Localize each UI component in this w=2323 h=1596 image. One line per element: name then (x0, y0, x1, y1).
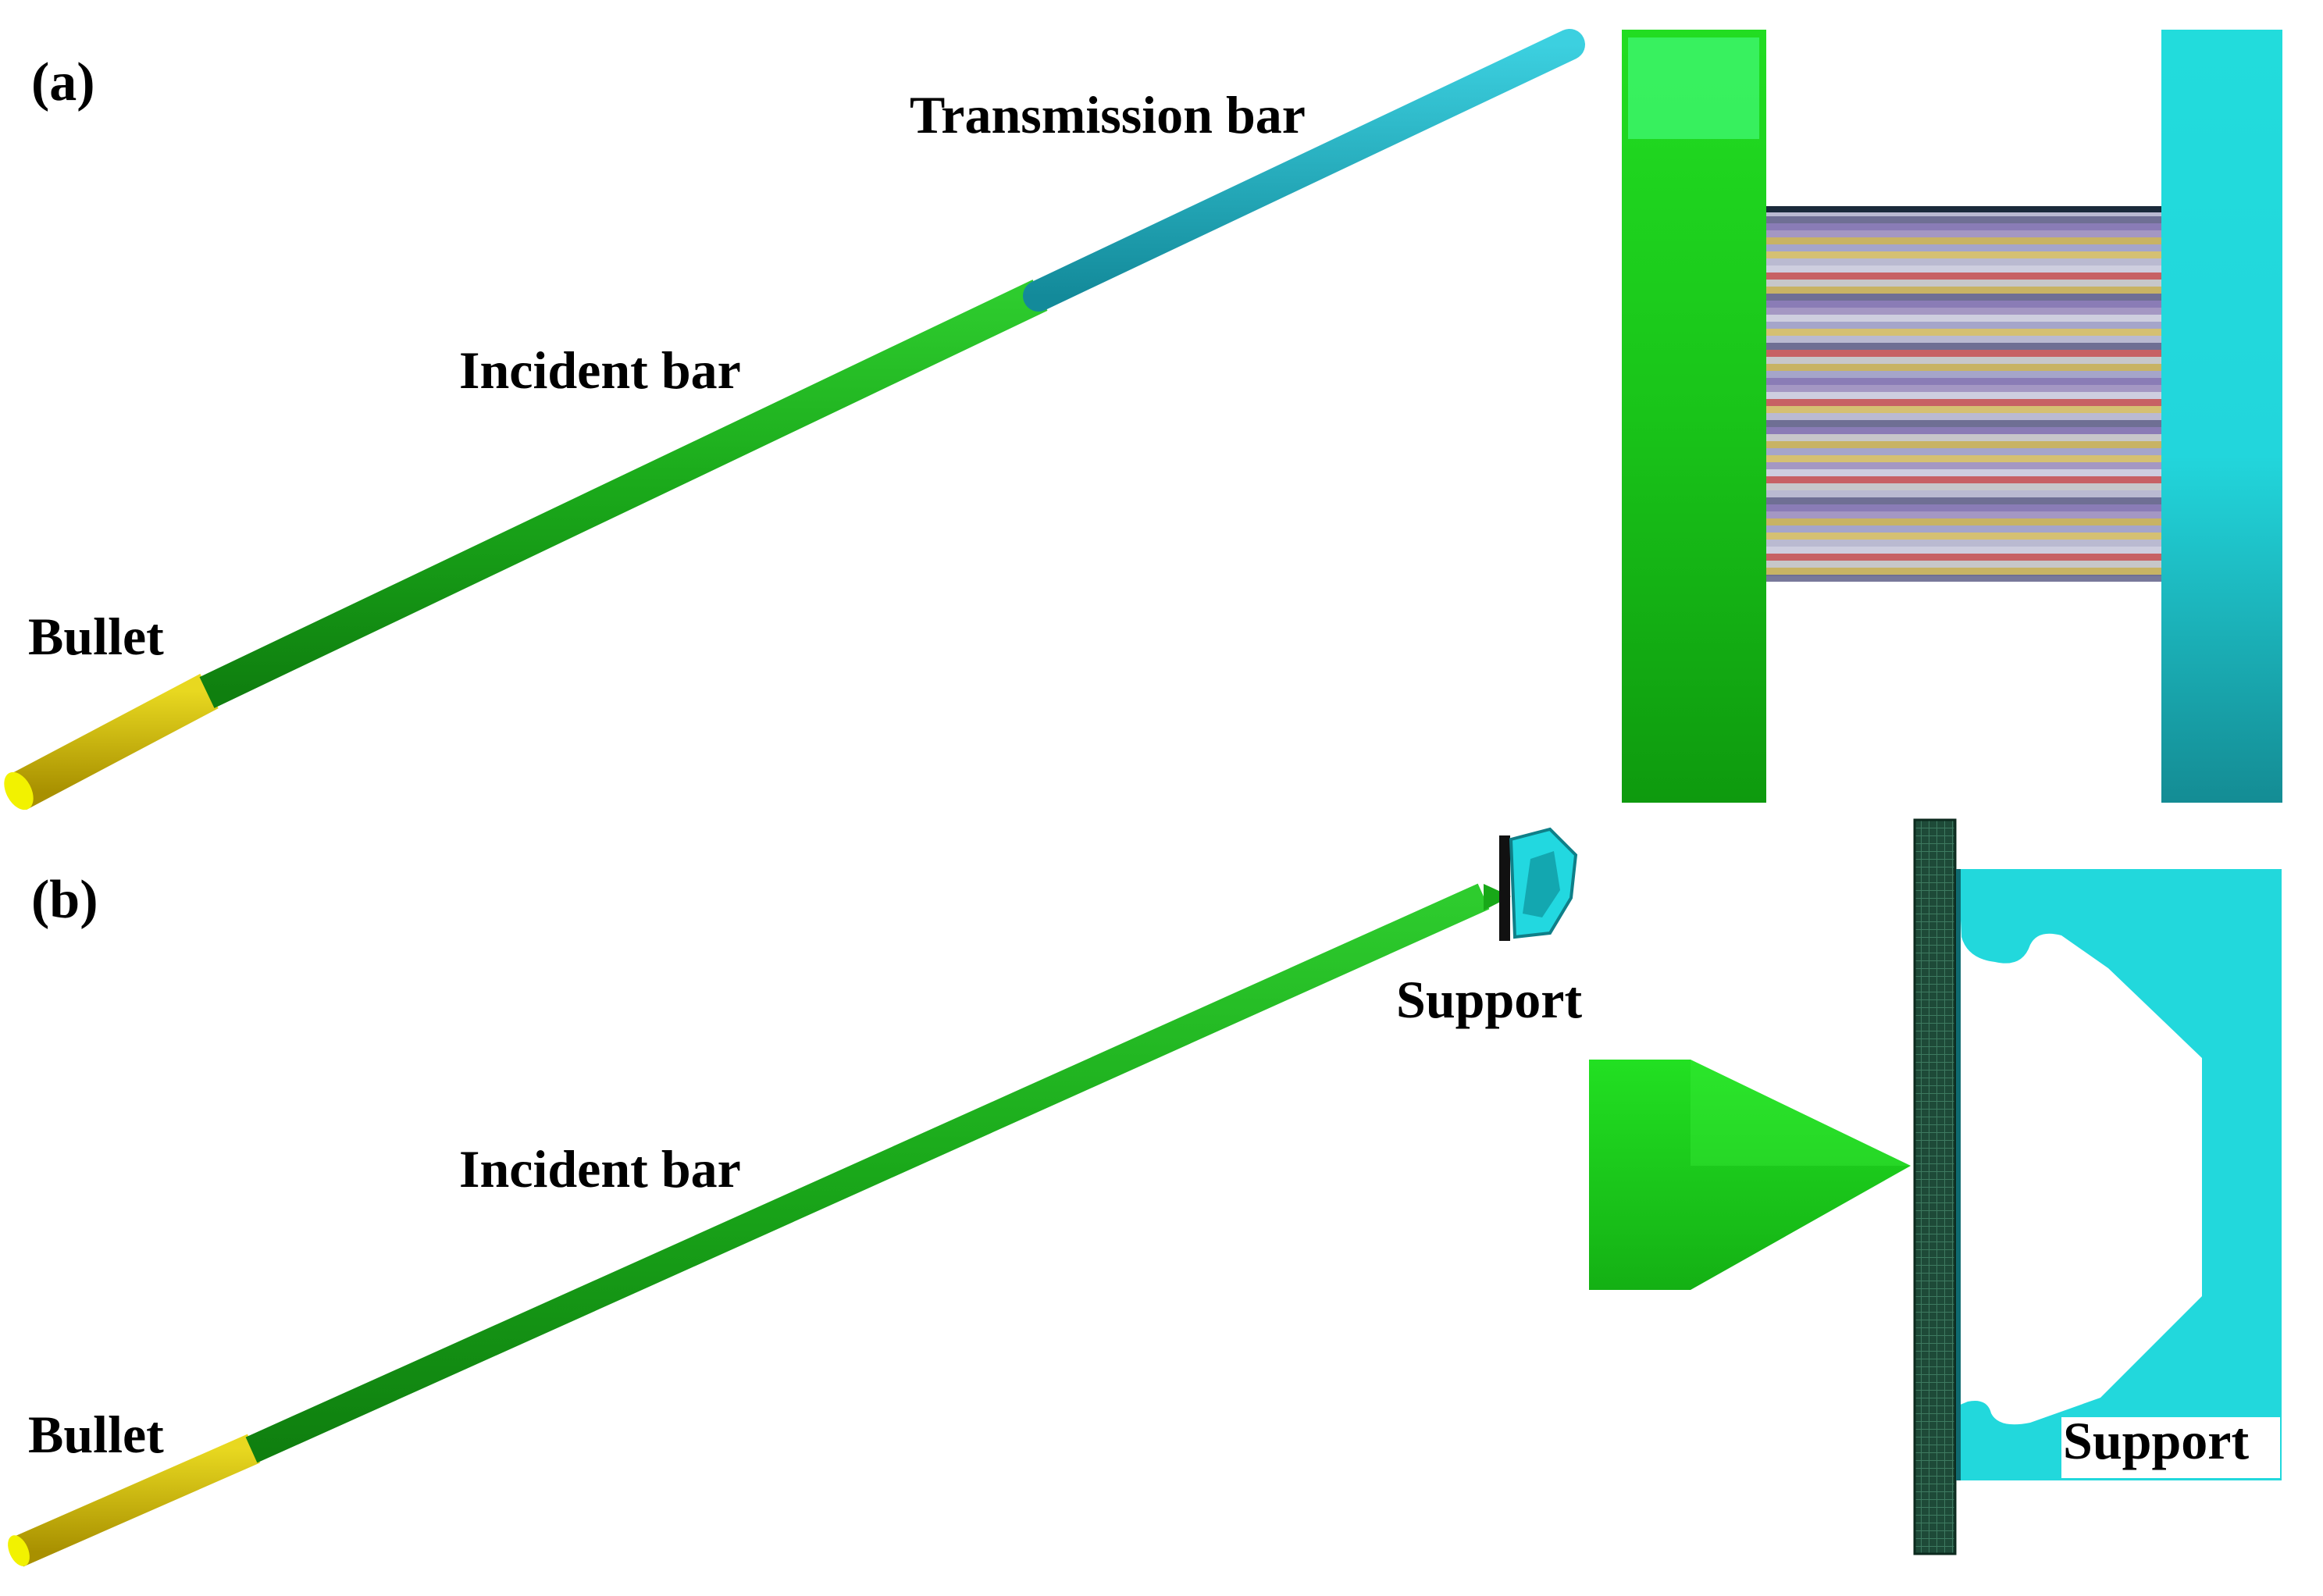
specimen-layer (1766, 518, 2161, 525)
specimen-layer (1766, 378, 2161, 385)
bullet-label-b: Bullet (28, 1405, 164, 1464)
incident-bar-b (245, 883, 1490, 1463)
specimen-layer (1766, 322, 2161, 329)
specimen-plate-small (1499, 835, 1510, 941)
bullet-b (10, 1434, 261, 1567)
specimen-layer (1766, 533, 2161, 540)
incident-bar-end-highlight (1628, 37, 1759, 139)
specimen-layer (1766, 540, 2161, 547)
panel-a-bar-assembly (4, 29, 1585, 810)
specimen-layer (1766, 251, 2161, 258)
incident-bar-label-a: Incident bar (459, 340, 741, 400)
specimen-layer (1766, 230, 2161, 237)
panel-b-bar-assembly (8, 827, 1578, 1567)
bullet-a-end-face (4, 771, 34, 810)
support-frame (1958, 869, 2282, 1480)
specimen-layer (1766, 399, 2161, 406)
specimen-layer (1766, 287, 2161, 294)
incident-bar-end-block (1622, 30, 1766, 803)
panel-a-tag: (a) (31, 52, 95, 112)
specimen-layer (1766, 258, 2161, 265)
specimen-layer (1766, 315, 2161, 322)
specimen-layer (1766, 294, 2161, 301)
transmission-bar-end-block (2161, 30, 2282, 803)
specimen-layer (1766, 343, 2161, 350)
specimen-layer (1766, 301, 2161, 308)
specimen-layer (1766, 504, 2161, 511)
specimen-layer (1766, 455, 2161, 462)
layered-specimen (1766, 206, 2161, 582)
specimen-plate-mesh (1913, 818, 1957, 1555)
specimen-layer (1766, 448, 2161, 455)
incident-bar-a (199, 280, 1048, 708)
support-label-top: Support (1396, 970, 1582, 1029)
specimen-layer (1766, 561, 2161, 568)
specimen-layer (1766, 427, 2161, 434)
transmission-bar (1023, 29, 1585, 312)
conical-indenter (1589, 1060, 1911, 1290)
specimen-layer (1766, 273, 2161, 280)
specimen-layer (1766, 392, 2161, 399)
specimen-layer (1766, 406, 2161, 413)
specimen-layer (1766, 441, 2161, 448)
specimen-layer (1766, 350, 2161, 357)
specimen-layer (1766, 280, 2161, 287)
specimen-layer (1766, 265, 2161, 273)
specimen-layer (1766, 413, 2161, 420)
support-label-bg (2061, 1417, 2280, 1478)
incident-bar-label-b: Incident bar (459, 1139, 741, 1199)
specimen-layer (1766, 216, 2161, 223)
specimen-layer (1766, 237, 2161, 244)
specimen-layer (1766, 308, 2161, 315)
specimen-layer (1766, 209, 2161, 216)
specimen-layer (1766, 525, 2161, 533)
support-label-detail: Support (2063, 1411, 2249, 1470)
specimen-layer (1766, 476, 2161, 483)
specimen-layer (1766, 462, 2161, 469)
bullet-b-end-face (8, 1535, 30, 1566)
panel-b-specimen-detail (1589, 818, 2282, 1555)
specimen-layer (1766, 434, 2161, 441)
specimen-layer (1766, 244, 2161, 251)
specimen-layer (1766, 336, 2161, 343)
panel-a-specimen-detail (1622, 30, 2282, 803)
conical-indenter-highlight (1691, 1060, 1911, 1166)
specimen-layer (1766, 547, 2161, 554)
specimen-layer (1766, 357, 2161, 364)
specimen-top-edge (1766, 206, 2161, 212)
specimen-layer (1766, 490, 2161, 497)
specimen-layer (1766, 497, 2161, 504)
transmission-bar-label: Transmission bar (910, 85, 1306, 144)
specimen-layer (1766, 385, 2161, 392)
specimen-layer (1766, 364, 2161, 371)
specimen-layer (1766, 469, 2161, 476)
bullet-a (8, 673, 219, 810)
panel-b-tag: (b) (31, 870, 98, 930)
support-small-shade (1523, 851, 1560, 917)
specimen-layer (1766, 223, 2161, 230)
specimen-layer (1766, 329, 2161, 336)
specimen-layer (1766, 568, 2161, 575)
specimen-layer (1766, 554, 2161, 561)
incident-bar-b-tip (1484, 884, 1511, 910)
specimen-layer (1766, 371, 2161, 378)
specimen-layer (1766, 511, 2161, 518)
specimen-layer (1766, 420, 2161, 427)
specimen-layer (1766, 575, 2161, 582)
bullet-label-a: Bullet (28, 607, 164, 666)
specimen-layer (1766, 483, 2161, 490)
